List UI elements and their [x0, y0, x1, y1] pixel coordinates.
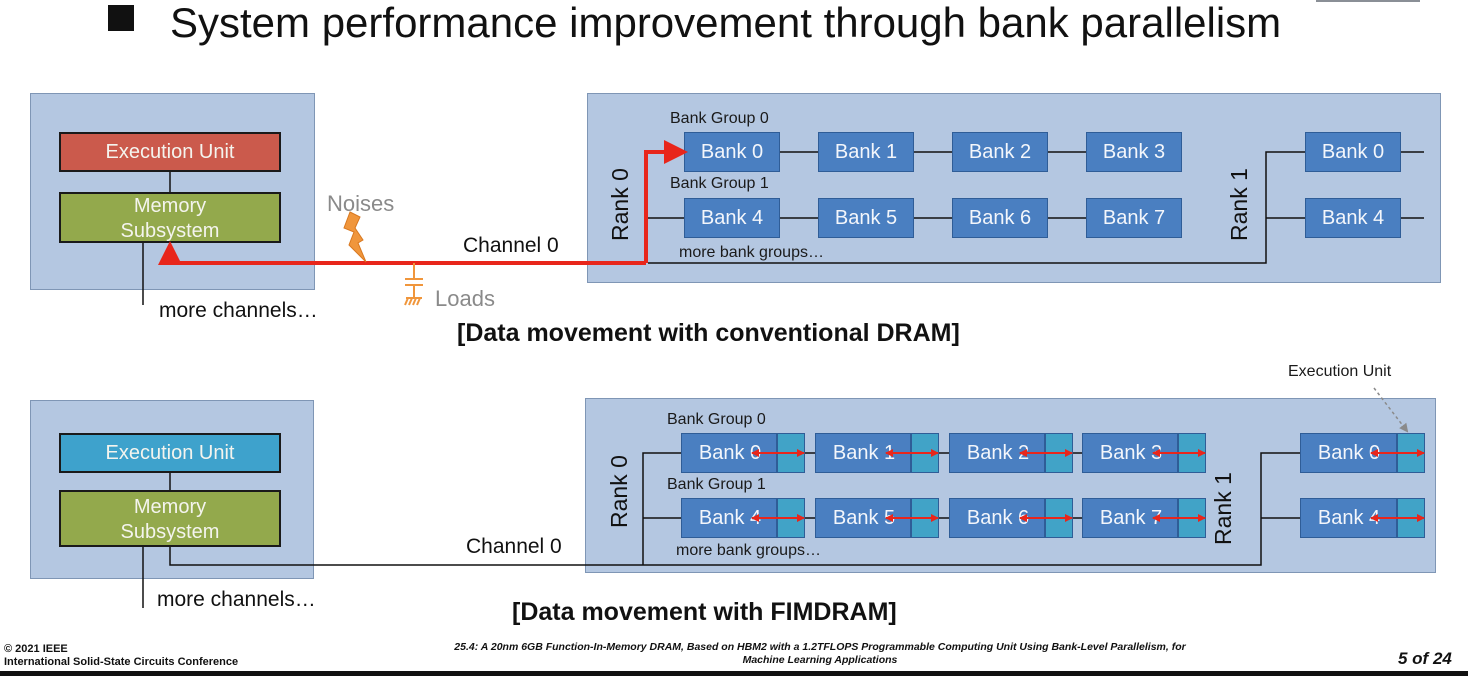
noises-label: Noises	[327, 191, 395, 216]
bank-6-rank0-conventional: Bank 6	[952, 198, 1048, 238]
bank-7-rank0-conventional: Bank 7	[1086, 198, 1182, 238]
dram-panel-fimdram	[585, 398, 1436, 573]
bank-group-1-label-fimdram: Bank Group 1	[667, 476, 766, 493]
more-bank-groups-label-conventional: more bank groups…	[679, 244, 824, 261]
memory-subsystem-line2: Subsystem	[120, 220, 220, 242]
slide-title: System performance improvement through b…	[108, 0, 1281, 46]
page-number: 5 of 24	[1398, 649, 1452, 668]
slide-title-text: System performance improvement through b…	[170, 0, 1282, 46]
channel-0-label-conventional: Channel 0	[463, 234, 559, 257]
bank-bus-fimdram	[642, 452, 1300, 566]
execution-unit-callout: Execution Unit	[1288, 363, 1392, 380]
dram-panel-conventional	[587, 93, 1441, 283]
host-links-conventional	[142, 172, 171, 305]
bank-label: Bank 6	[966, 506, 1030, 529]
bank-0-rank1-conventional: Bank 0	[1305, 132, 1401, 172]
footer-paper-title: 25.4: A 20nm 6GB Function-In-Memory DRAM…	[370, 641, 1270, 667]
copyright-text: © 2021 IEEE	[4, 643, 68, 655]
bank-group-0-label-conventional: Bank Group 0	[670, 110, 769, 127]
fim-bank-1-rank0: Bank 1	[815, 433, 939, 473]
bank-group-1-label-conventional: Bank Group 1	[670, 175, 769, 192]
paper-title-line2: Machine Learning Applications	[742, 654, 898, 666]
data-path-arrow-conventional	[644, 140, 688, 263]
bank-3-rank0-conventional: Bank 3	[1086, 132, 1182, 172]
bank-label: Bank 1	[832, 441, 896, 464]
channel-0-label-fimdram: Channel 0	[466, 535, 562, 558]
pim-data-arrows	[751, 449, 1425, 522]
load-capacitor-icon	[404, 263, 423, 306]
noise-lightning-icon	[343, 211, 367, 263]
memory-subsystem-fimdram: Memory Subsystem	[59, 490, 281, 547]
memory-subsystem-conventional: Memory Subsystem	[59, 192, 281, 243]
bank-2-rank0-conventional: Bank 2	[952, 132, 1048, 172]
bank-label: Bank 7	[1099, 506, 1163, 529]
bank-0-rank0-conventional: Bank 0	[684, 132, 780, 172]
bank-4-rank0-conventional: Bank 4	[684, 198, 780, 238]
bank-group-0-label-fimdram: Bank Group 0	[667, 411, 766, 428]
host-links-fimdram	[142, 473, 643, 608]
bank-label: Bank 0	[1317, 441, 1381, 464]
caption-conventional: [Data movement with conventional DRAM]	[457, 319, 960, 347]
footer-rule	[0, 671, 1468, 676]
bank-5-rank0-conventional: Bank 5	[818, 198, 914, 238]
bank-1-rank0-conventional: Bank 1	[818, 132, 914, 172]
bank-label: Bank 4	[698, 506, 762, 529]
memory-subsystem-line2: Subsystem	[120, 521, 220, 543]
caption-fimdram: [Data movement with FIMDRAM]	[512, 598, 897, 626]
bank-label: Bank 3	[1099, 441, 1163, 464]
paper-title-line1: 25.4: A 20nm 6GB Function-In-Memory DRAM…	[454, 641, 1186, 653]
bank-bus-conventional	[648, 151, 1424, 264]
more-bank-groups-label-fimdram: more bank groups…	[676, 542, 821, 559]
execution-unit-conventional: Execution Unit	[59, 132, 281, 172]
bank-label: Bank 5	[832, 506, 896, 529]
host-panel-fimdram	[30, 400, 314, 579]
execution-unit-callout-arrow	[1373, 387, 1409, 433]
more-channels-label-fimdram: more channels…	[157, 588, 316, 611]
memory-subsystem-line1: Memory	[133, 195, 207, 217]
square-bullet-icon	[108, 5, 134, 31]
conference-text: International Solid-State Circuits Confe…	[4, 656, 239, 668]
data-path-return-conventional	[158, 241, 646, 265]
top-edge-bar	[1316, 0, 1420, 2]
more-channels-label-conventional: more channels…	[159, 299, 318, 322]
bank-label: Bank 2	[966, 441, 1030, 464]
footer-copyright: © 2021 IEEE International Solid-State Ci…	[4, 643, 238, 669]
execution-unit-fimdram: Execution Unit	[59, 433, 281, 473]
loads-label: Loads	[435, 286, 495, 311]
bank-4-rank1-conventional: Bank 4	[1305, 198, 1401, 238]
bank-label: Bank 4	[1317, 506, 1381, 529]
memory-subsystem-line1: Memory	[133, 496, 207, 518]
bank-label: Bank 0	[698, 441, 762, 464]
